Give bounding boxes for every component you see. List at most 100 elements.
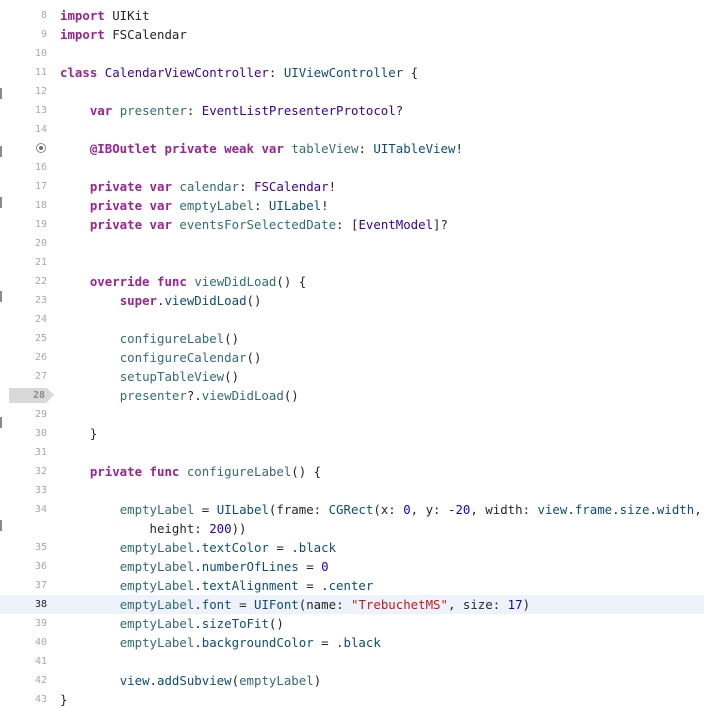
code-text[interactable]: emptyLabel.font = UIFont(name: "Trebuche… — [60, 595, 530, 614]
line-number-gutter[interactable] — [0, 519, 47, 538]
line-number-gutter[interactable]: 16 — [0, 158, 47, 177]
code-line[interactable]: 42 view.addSubview(emptyLabel) — [0, 671, 704, 690]
line-number-gutter[interactable]: 19 — [0, 215, 47, 234]
line-number-gutter[interactable]: 13 — [0, 101, 47, 120]
code-line[interactable]: 34 emptyLabel = UILabel(frame: CGRect(x:… — [0, 500, 704, 519]
line-number-gutter[interactable]: 18 — [0, 196, 47, 215]
line-number-gutter[interactable]: 29 — [0, 405, 47, 424]
code-text[interactable]: emptyLabel.textColor = .black — [60, 538, 336, 557]
code-line[interactable]: 22 override func viewDidLoad() { — [0, 272, 704, 291]
code-line[interactable]: 18 private var emptyLabel: UILabel! — [0, 196, 704, 215]
code-text[interactable]: height: 200)) — [60, 519, 247, 538]
code-line[interactable]: 28 presenter?.viewDidLoad() — [0, 386, 704, 405]
code-line[interactable]: @IBOutlet private weak var tableView: UI… — [0, 139, 704, 158]
code-line[interactable]: 14 — [0, 120, 704, 139]
code-text[interactable]: private var eventsForSelectedDate: [Even… — [60, 215, 448, 234]
breakpoint-marker-icon[interactable]: 28 — [9, 388, 54, 403]
line-number-gutter[interactable]: 37 — [0, 576, 47, 595]
line-number-gutter[interactable]: 41 — [0, 652, 47, 671]
code-text[interactable]: private var calendar: FSCalendar! — [60, 177, 336, 196]
line-number-gutter[interactable]: 12 — [0, 82, 47, 101]
line-number-gutter[interactable]: 23 — [0, 291, 47, 310]
code-text[interactable]: presenter?.viewDidLoad() — [60, 386, 299, 405]
code-text[interactable]: super.viewDidLoad() — [60, 291, 262, 310]
line-number-gutter[interactable]: 8 — [0, 6, 47, 25]
line-number-gutter[interactable]: 25 — [0, 329, 47, 348]
code-line[interactable]: 19 private var eventsForSelectedDate: [E… — [0, 215, 704, 234]
line-number-gutter[interactable]: 43 — [0, 690, 47, 708]
code-text[interactable]: emptyLabel.numberOfLines = 0 — [60, 557, 329, 576]
line-number-gutter[interactable]: 36 — [0, 557, 47, 576]
code-text[interactable]: emptyLabel = UILabel(frame: CGRect(x: 0,… — [60, 500, 702, 519]
code-line[interactable]: 11 class CalendarViewController: UIViewCo… — [0, 63, 704, 82]
code-text[interactable]: setupTableView() — [60, 367, 239, 386]
code-text[interactable]: import UIKit — [60, 6, 150, 25]
line-number-gutter[interactable]: 21 — [0, 253, 47, 272]
line-number-gutter[interactable]: 27 — [0, 367, 47, 386]
line-number-gutter[interactable]: 38 — [0, 595, 47, 614]
code-line[interactable]: 20 — [0, 234, 704, 253]
line-number-gutter[interactable]: 9 — [0, 25, 47, 44]
code-line-current[interactable]: 38 emptyLabel.font = UIFont(name: "Trebu… — [0, 595, 704, 614]
code-text[interactable]: import FSCalendar — [60, 25, 187, 44]
code-line[interactable]: 30 } — [0, 424, 704, 443]
code-line[interactable]: 41 — [0, 652, 704, 671]
line-number-gutter[interactable]: 28 — [0, 386, 54, 405]
line-number-gutter[interactable]: 24 — [0, 310, 47, 329]
code-text[interactable]: view.addSubview(emptyLabel) — [60, 671, 321, 690]
code-line[interactable]: 35 emptyLabel.textColor = .black — [0, 538, 704, 557]
line-number-gutter[interactable]: 26 — [0, 348, 47, 367]
code-line[interactable]: 36 emptyLabel.numberOfLines = 0 — [0, 557, 704, 576]
line-number-gutter[interactable]: 20 — [0, 234, 47, 253]
code-line[interactable]: 29 — [0, 405, 704, 424]
code-line[interactable]: 17 private var calendar: FSCalendar! — [0, 177, 704, 196]
code-text[interactable]: emptyLabel.textAlignment = .center — [60, 576, 374, 595]
line-number-gutter[interactable]: 31 — [0, 443, 47, 462]
line-number-gutter[interactable]: 33 — [0, 481, 47, 500]
code-text[interactable]: } — [60, 690, 67, 708]
code-line[interactable]: 23 super.viewDidLoad() — [0, 291, 704, 310]
code-line[interactable]: 33 — [0, 481, 704, 500]
code-text[interactable]: @IBOutlet private weak var tableView: UI… — [60, 139, 463, 158]
line-number-gutter[interactable]: 40 — [0, 633, 47, 652]
code-text[interactable]: emptyLabel.sizeToFit() — [60, 614, 284, 633]
line-number-gutter[interactable]: 14 — [0, 120, 47, 139]
line-number-gutter[interactable]: 30 — [0, 424, 47, 443]
code-line[interactable]: height: 200)) — [0, 519, 704, 538]
code-line[interactable]: 26 configureCalendar() — [0, 348, 704, 367]
code-line[interactable]: 40 emptyLabel.backgroundColor = .black — [0, 633, 704, 652]
outlet-connection-icon[interactable] — [36, 143, 46, 153]
line-number-gutter[interactable]: 42 — [0, 671, 47, 690]
code-line[interactable]: 12 — [0, 82, 704, 101]
code-line[interactable]: 25 configureLabel() — [0, 329, 704, 348]
line-number-gutter[interactable]: 35 — [0, 538, 47, 557]
code-line[interactable]: 9 import FSCalendar — [0, 25, 704, 44]
code-text[interactable]: var presenter: EventListPresenterProtoco… — [60, 101, 403, 120]
line-number-gutter[interactable]: 11 — [0, 63, 47, 82]
code-line[interactable]: 32 private func configureLabel() { — [0, 462, 704, 481]
code-text[interactable]: } — [60, 424, 97, 443]
line-number-gutter[interactable]: 39 — [0, 614, 47, 633]
line-number-gutter[interactable]: 34 — [0, 500, 47, 519]
code-line[interactable]: 13 var presenter: EventListPresenterProt… — [0, 101, 704, 120]
code-line[interactable]: 16 — [0, 158, 704, 177]
code-line[interactable]: 21 — [0, 253, 704, 272]
line-number-gutter[interactable]: 22 — [0, 272, 47, 291]
code-text[interactable]: configureCalendar() — [60, 348, 262, 367]
code-text[interactable]: class CalendarViewController: UIViewCont… — [60, 63, 418, 82]
code-line[interactable]: 24 — [0, 310, 704, 329]
code-line[interactable]: 10 — [0, 44, 704, 63]
code-text[interactable]: emptyLabel.backgroundColor = .black — [60, 633, 381, 652]
code-line[interactable]: 27 setupTableView() — [0, 367, 704, 386]
code-text[interactable]: override func viewDidLoad() { — [60, 272, 306, 291]
line-number-gutter[interactable] — [0, 139, 47, 158]
code-line[interactable]: 39 emptyLabel.sizeToFit() — [0, 614, 704, 633]
code-text[interactable]: configureLabel() — [60, 329, 239, 348]
line-number-gutter[interactable]: 10 — [0, 44, 47, 63]
code-text[interactable]: private var emptyLabel: UILabel! — [60, 196, 329, 215]
line-number-gutter[interactable]: 17 — [0, 177, 47, 196]
code-line[interactable]: 37 emptyLabel.textAlignment = .center — [0, 576, 704, 595]
code-line[interactable]: 8 import UIKit — [0, 6, 704, 25]
code-text[interactable]: private func configureLabel() { — [60, 462, 321, 481]
